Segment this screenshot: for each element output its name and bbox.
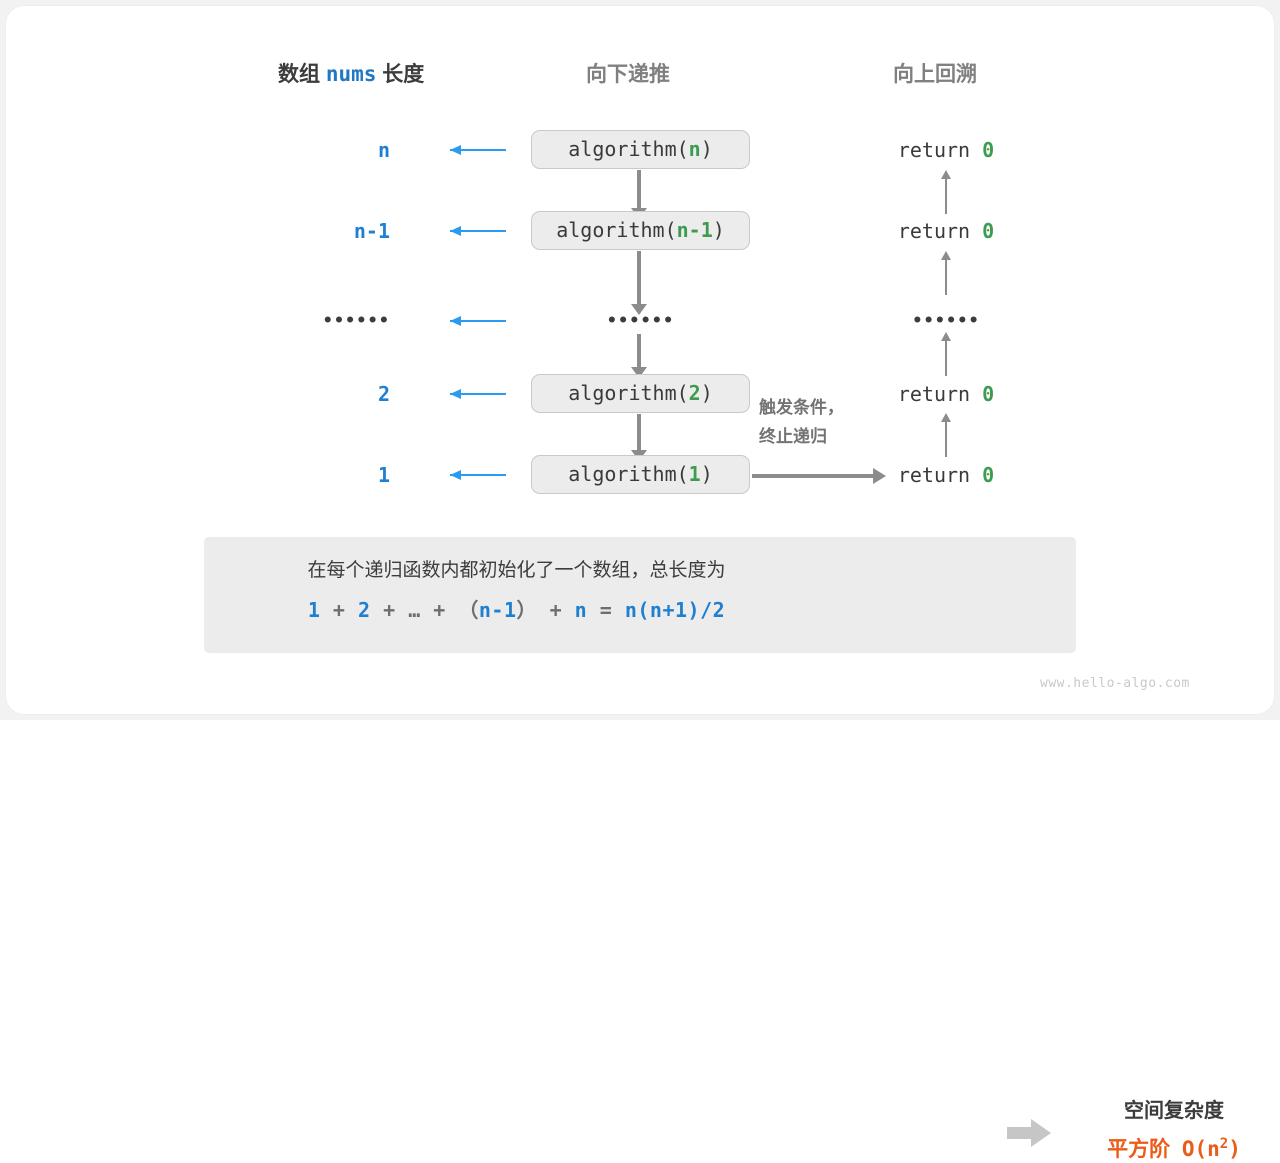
array-length-ellipsis: •••••• (322, 311, 390, 331)
formula-term-4: n (574, 598, 588, 622)
formula-paren-right: ） (516, 598, 538, 622)
complexity-notation-pre: O(n (1181, 1137, 1220, 1161)
up-arrow-3 (941, 332, 951, 376)
call-suffix: ) (700, 462, 713, 486)
down-arrow-1 (631, 170, 647, 219)
formula-op-3: + (433, 598, 446, 622)
call-prefix: algorithm( (568, 462, 689, 486)
formula-result: n(n+1)/2 (624, 598, 726, 622)
complexity-result: 空间复杂度 平方阶 O(n2) (1074, 1094, 1274, 1163)
call-argument: n (688, 137, 701, 161)
call-box[interactable]: algorithm(n) (531, 130, 750, 169)
call-box[interactable]: algorithm(2) (531, 374, 750, 413)
return-keyword: return (897, 382, 971, 406)
column-header-upward: 向上回溯 (893, 63, 977, 86)
allocate-arrow-icon (450, 389, 506, 399)
implies-arrow-icon (1007, 1119, 1051, 1147)
down-arrow-3 (631, 334, 647, 378)
header-array-suffix: 长度 (382, 63, 425, 86)
complexity-label: 平方阶 (1107, 1138, 1171, 1161)
column-header-downward: 向下递推 (586, 63, 670, 86)
array-length-label: n (377, 138, 390, 162)
down-arrow-2 (631, 251, 647, 315)
return-keyword: return (897, 219, 971, 243)
call-suffix: ) (700, 137, 713, 161)
return-statement: return 0 (846, 453, 1046, 497)
formula-term-3: n-1 (478, 598, 517, 622)
recursion-row: n-1 algorithm(n-1) return 0 (0, 209, 1280, 253)
formula-op-1: + (332, 598, 346, 622)
up-arrow-4 (941, 413, 951, 457)
allocate-arrow-icon (450, 145, 506, 155)
formula-op-2: + (383, 598, 396, 622)
return-keyword: return (897, 463, 971, 487)
header-array-prefix: 数组 (278, 63, 320, 86)
complexity-notation: O(n2) (1181, 1136, 1241, 1161)
trigger-condition-note: 触发条件， 终止递归 (759, 393, 889, 451)
formula-term-2: 2 (358, 598, 371, 622)
array-length-label: 1 (377, 463, 390, 487)
up-arrow-1 (941, 170, 951, 214)
formula-op-4: + (549, 598, 563, 622)
return-ellipsis: •••••• (912, 311, 980, 331)
array-length-label: n-1 (353, 219, 390, 243)
return-statement: return 0 (846, 209, 1046, 253)
allocate-arrow-icon (450, 226, 506, 236)
call-suffix: ) (700, 381, 713, 405)
header-array-name: nums (325, 62, 377, 86)
recursion-row: 1 algorithm(1) return 0 (0, 453, 1280, 497)
up-arrow-2 (941, 251, 951, 295)
call-argument: 2 (688, 381, 701, 405)
column-header-array-length: 数组 nums 长度 (278, 58, 424, 88)
call-box[interactable]: algorithm(n-1) (531, 211, 750, 250)
return-statement: return 0 (846, 128, 1046, 172)
call-prefix: algorithm( (568, 137, 689, 161)
allocate-arrow-icon (450, 316, 506, 326)
call-argument: 1 (688, 462, 701, 486)
call-argument: n-1 (676, 218, 713, 242)
summary-description: 在每个递归函数内都初始化了一个数组，总长度为 (307, 560, 726, 581)
summary-text-block: 在每个递归函数内都初始化了一个数组，总长度为 1 + 2 + … + （n-1）… (229, 556, 804, 623)
return-statement: return 0 (846, 372, 1046, 416)
complexity-notation-post: ) (1228, 1137, 1241, 1161)
summary-panel: 在每个递归函数内都初始化了一个数组，总长度为 1 + 2 + … + （n-1）… (204, 537, 1241, 1161)
complexity-title: 空间复杂度 (1124, 1100, 1224, 1122)
return-keyword: return (897, 138, 971, 162)
call-box[interactable]: algorithm(1) (531, 455, 750, 494)
watermark: www.hello-algo.com (1040, 676, 1190, 691)
complexity-value: 平方阶 O(n2) (1074, 1133, 1274, 1163)
array-length-label: 2 (377, 382, 390, 406)
base-case-arrow (752, 468, 886, 484)
return-value: 0 (982, 463, 995, 487)
formula-ellipsis: … (408, 598, 421, 622)
return-value: 0 (982, 138, 995, 162)
trigger-note-line1: 触发条件， (759, 398, 844, 417)
return-value: 0 (982, 382, 995, 406)
return-value: 0 (982, 219, 995, 243)
summary-formula: 1 + 2 + … + （n-1） + n = n(n+1)/2 (229, 594, 804, 623)
formula-term-1: 1 (307, 598, 321, 622)
recursion-row-ellipsis: •••••• •••••• •••••• (0, 299, 1280, 343)
trigger-note-line2: 终止递归 (759, 427, 827, 446)
recursion-row: n algorithm(n) return 0 (0, 128, 1280, 172)
down-arrow-4 (631, 414, 647, 461)
complexity-exponent: 2 (1219, 1136, 1229, 1152)
call-prefix: algorithm( (568, 381, 689, 405)
call-stack-ellipsis: •••••• (606, 311, 675, 331)
formula-equals: = (599, 598, 613, 622)
allocate-arrow-icon (450, 470, 506, 480)
call-prefix: algorithm( (556, 218, 677, 242)
call-suffix: ) (712, 218, 725, 242)
recursion-row: 2 algorithm(2) return 0 (0, 372, 1280, 416)
formula-paren-left: （ (458, 598, 479, 622)
